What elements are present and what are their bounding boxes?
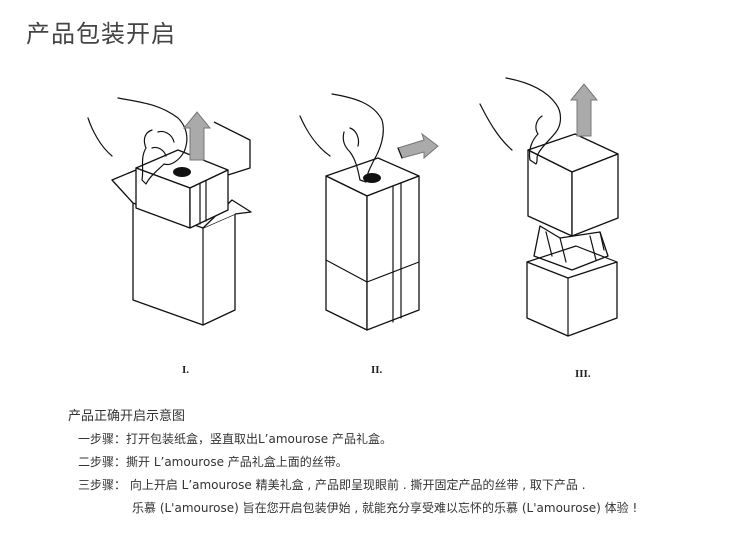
instruction-step-3-continued: 乐慕 (L'amourose) 旨在您开启包装伊始 , 就能充分享受难以忘怀的乐… (132, 501, 638, 515)
step-label-3: III. (575, 368, 591, 380)
step-label-2: II. (371, 364, 383, 376)
step3-figure (479, 77, 619, 337)
instruction-step-3: 三步骤： 向上开启 L’amourose 精美礼盒 , 产品即呈现眼前 . 撕开… (78, 478, 586, 492)
instruction-step-2: 二步骤：撕开 L’amourose 产品礼盒上面的丝带。 (78, 455, 348, 469)
packaging-illustration (87, 77, 619, 337)
instruction-step-1: 一步骤：打开包装纸盒，竖直取出L’amourose 产品礼盒。 (78, 432, 392, 446)
instructions-list: 一步骤：打开包装纸盒，竖直取出L’amourose 产品礼盒。 二步骤：撕开 L… (78, 430, 637, 522)
step2-figure (299, 93, 439, 331)
caption: 产品正确开启示意图 (68, 409, 186, 424)
step1-figure (87, 97, 252, 326)
step-label-1: I. (182, 364, 190, 376)
page-title: 产品包装开启 (26, 20, 176, 48)
